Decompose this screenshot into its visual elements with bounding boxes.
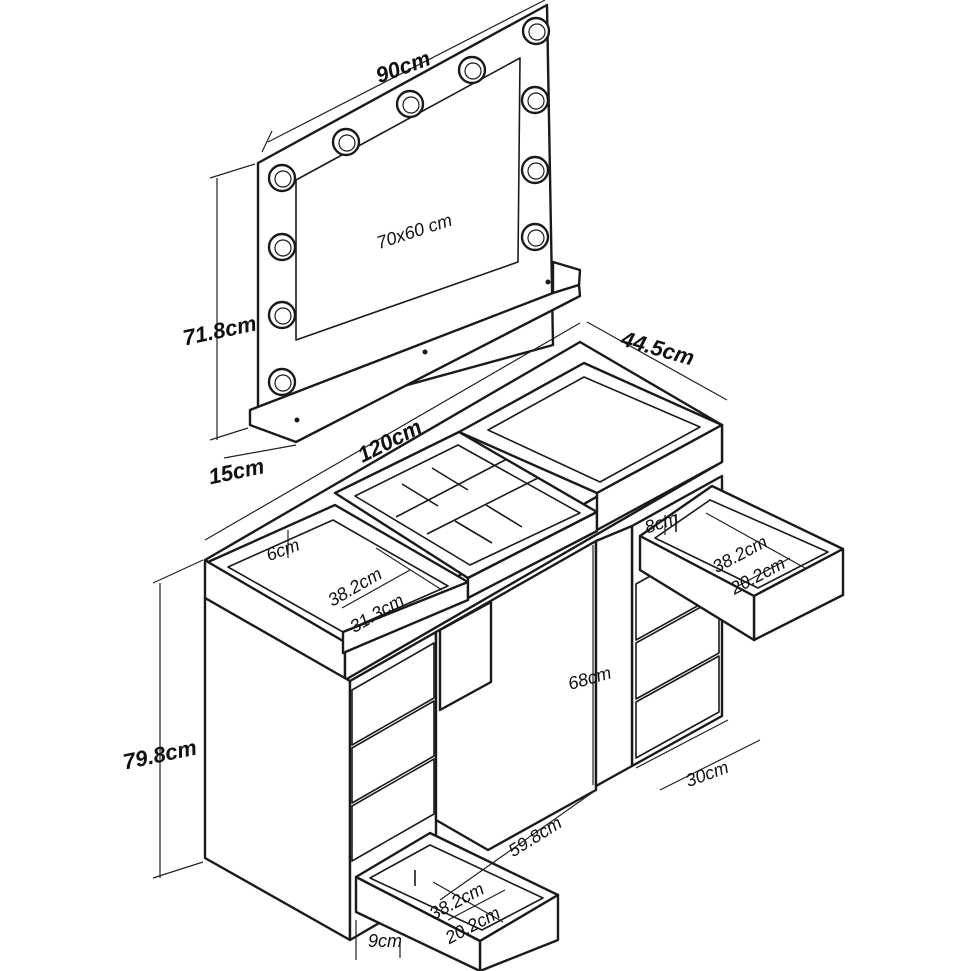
mirror-bulb-icon <box>331 127 361 157</box>
mirror-bulb-icon <box>457 55 487 85</box>
right-open-drawer <box>638 484 845 642</box>
mirror-bulb-icon <box>267 300 297 330</box>
mirror <box>248 3 582 444</box>
left-cabinet-drawers <box>351 642 435 862</box>
label-table-depth: 44.5cm <box>618 326 698 371</box>
mirror-screw <box>422 349 428 355</box>
mirror-bulb-icon <box>395 89 425 119</box>
dimension-lines <box>152 0 806 960</box>
right-cabinet-side <box>594 524 634 788</box>
mirror-bulb-icon <box>520 155 550 185</box>
label-cabinet-width: 30cm <box>683 757 731 791</box>
mirror-screw <box>545 279 551 285</box>
label-mirror-depth: 15cm <box>206 453 266 489</box>
mirror-bulb-icon <box>521 16 551 46</box>
mirror-glass <box>295 57 521 341</box>
mirror-bulbs <box>267 16 551 397</box>
mirror-bulb-icon <box>267 232 297 262</box>
mirror-bulb-icon <box>267 367 297 397</box>
mirror-base <box>248 283 582 444</box>
mirror-bulb-icon <box>520 85 550 115</box>
mirror-bulb-icon <box>267 163 297 193</box>
top-right-box <box>457 361 724 532</box>
center-small-drawer <box>438 600 493 712</box>
mirror-bulb-icon <box>520 222 550 252</box>
label-mirror-height: 71.8cm <box>181 311 259 351</box>
table <box>203 340 845 971</box>
label-bottom-drawer-depth: 9cm <box>368 931 402 951</box>
bottom-open-drawer <box>354 831 560 971</box>
mirror-screw <box>294 417 300 423</box>
